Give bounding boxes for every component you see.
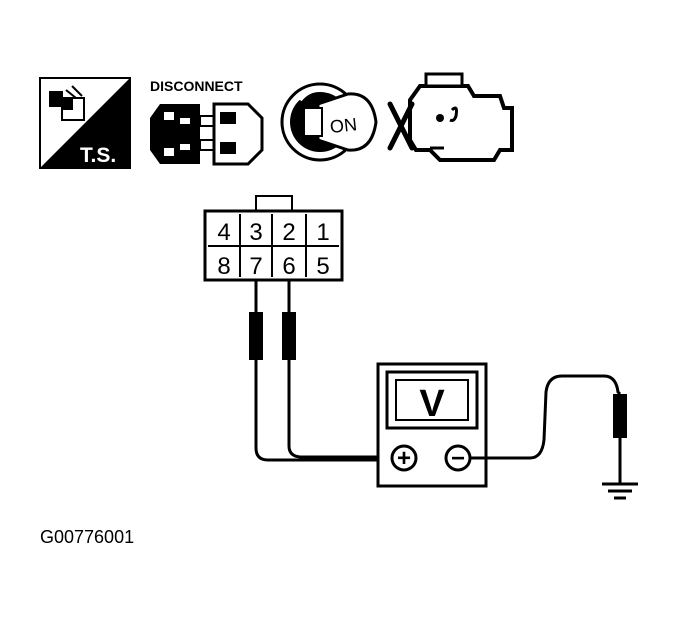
toolbox-glyph [49,85,85,121]
positive-terminal [390,444,418,472]
probe-lead-pin7 [249,280,390,462]
negative-symbol: − [451,445,465,472]
meter-display: V [419,383,445,425]
ignition-on-label: ON [329,114,358,137]
ground-icon [602,482,638,500]
disconnect-label: DISCONNECT [150,78,243,94]
figure-id: G00776001 [40,527,134,547]
pin-2: 2 [282,219,295,246]
connector-half-left [150,104,200,164]
positive-symbol: + [397,445,411,472]
probe-lead-pin6 [282,280,390,459]
pin-8: 8 [217,253,230,280]
x-mark [387,101,415,151]
ignition-key-icon: ON [280,82,378,162]
troubleshooting-icon: T.S. [39,77,131,169]
pin-5: 5 [316,253,329,280]
key-head [316,92,378,152]
pin-6: 6 [282,253,295,280]
pin-3: 3 [249,219,262,246]
ground-lead [470,374,627,484]
harness-connector: 4 3 2 1 8 7 6 5 [203,195,344,282]
engine-block [408,84,514,162]
pin-4: 4 [217,219,230,246]
engine-off-icon [387,72,514,162]
voltmeter: V + − [376,362,488,488]
pin-7: 7 [249,253,262,280]
disconnect-icon: DISCONNECT [150,78,264,166]
ts-label: T.S. [80,144,116,167]
pin-1: 1 [316,219,329,246]
